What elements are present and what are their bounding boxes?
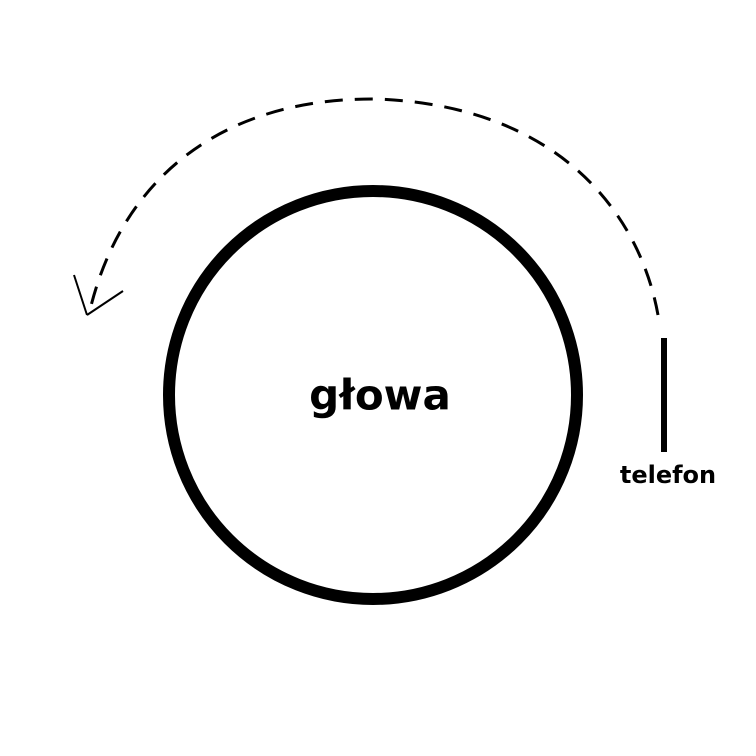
head-label: głowa	[309, 371, 451, 420]
rotation-arrow-arc	[88, 97, 660, 316]
head-circle	[163, 185, 583, 605]
open-arrowhead-icon	[73, 274, 124, 316]
phone-label: telefon	[620, 461, 716, 489]
